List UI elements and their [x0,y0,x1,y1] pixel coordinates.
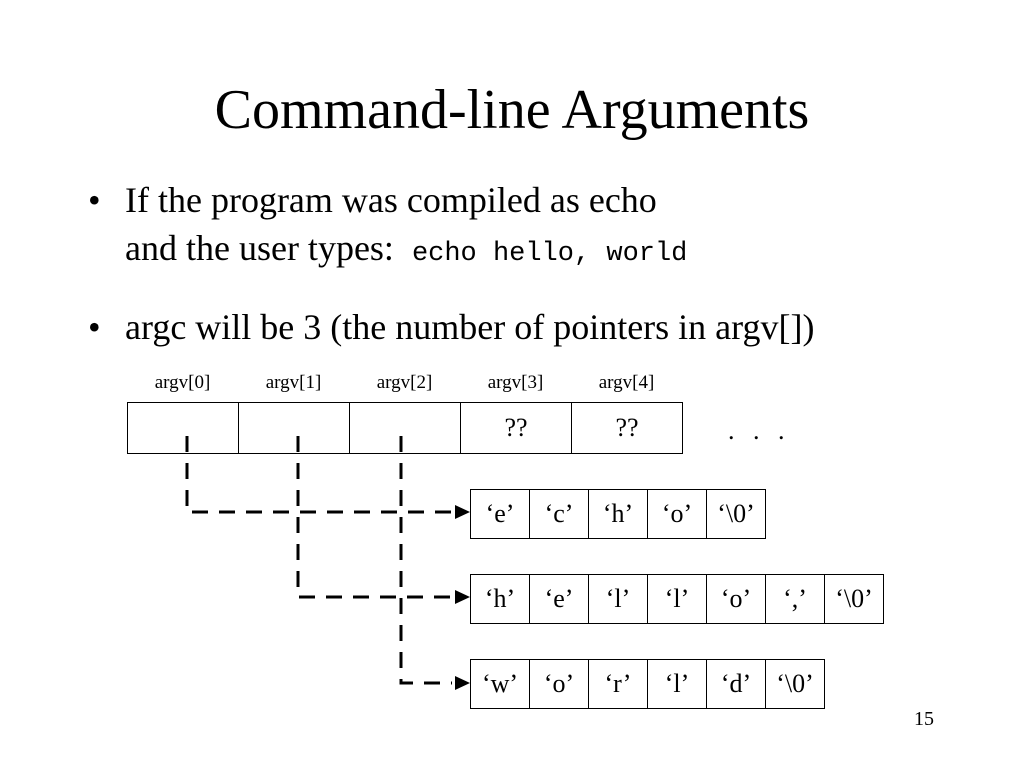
char-cell: ‘e’ [530,575,589,623]
char-cell: ‘h’ [471,575,530,623]
char-cell: ‘l’ [648,660,707,708]
arrowhead-icon [455,505,470,519]
string-echo: ‘e’ ‘c’ ‘h’ ‘o’ ‘\0’ [470,489,766,539]
char-cell: ‘o’ [707,575,766,623]
ellipsis: . . . [728,416,791,445]
bullet-compile: • If the program was compiled as echo an… [88,176,814,278]
argv-label: argv[3] [487,372,544,393]
bullet-line-2-text: and the user types: [125,228,394,268]
argv-label: argv[2] [376,372,433,393]
char-cell: ‘w’ [471,660,530,708]
bullet-list: • If the program was compiled as echo an… [88,176,814,351]
bullet-line-2: and the user types: echo hello, world [125,224,814,278]
char-cell: ‘l’ [648,575,707,623]
string-hello: ‘h’ ‘e’ ‘l’ ‘l’ ‘o’ ‘,’ ‘\0’ [470,574,884,624]
bullet-dot-icon: • [88,180,101,220]
char-cell: ‘c’ [530,490,589,538]
bullet-argc-text: argc will be 3 (the number of pointers i… [125,307,815,347]
argv-label: argv[1] [265,372,322,393]
char-cell: ‘o’ [530,660,589,708]
page-number: 15 [914,708,934,730]
command-code: echo hello, world [411,239,688,269]
char-cell: ‘,’ [766,575,825,623]
argv-cell [350,403,461,453]
char-cell: ‘o’ [648,490,707,538]
char-cell: ‘e’ [471,490,530,538]
argv-cell: ?? [572,403,683,453]
argv-cell: ?? [461,403,572,453]
arrowhead-icon [455,676,470,690]
arrowhead-icon [455,590,470,604]
char-cell: ‘h’ [589,490,648,538]
bullet-dot-icon: • [88,307,101,347]
char-cell: ‘\0’ [825,575,884,623]
argv-label: argv[4] [598,372,655,393]
argv-label: argv[0] [154,372,211,393]
pointer-arrow-argv2 [399,436,452,685]
pointer-arrow-argv0 [185,436,452,514]
argv-cell [239,403,350,453]
argv-cell [128,403,239,453]
char-cell: ‘\0’ [766,660,825,708]
argv-array: ?? ?? [127,402,683,454]
char-cell: ‘l’ [589,575,648,623]
string-world: ‘w’ ‘o’ ‘r’ ‘l’ ‘d’ ‘\0’ [470,659,825,709]
slide-title: Command-line Arguments [214,79,810,141]
bullet-line-1: If the program was compiled as echo [125,180,657,220]
bullet-argc: • argc will be 3 (the number of pointers… [88,303,814,351]
pointer-arrow-argv1 [296,436,452,599]
char-cell: ‘\0’ [707,490,766,538]
char-cell: ‘d’ [707,660,766,708]
char-cell: ‘r’ [589,660,648,708]
